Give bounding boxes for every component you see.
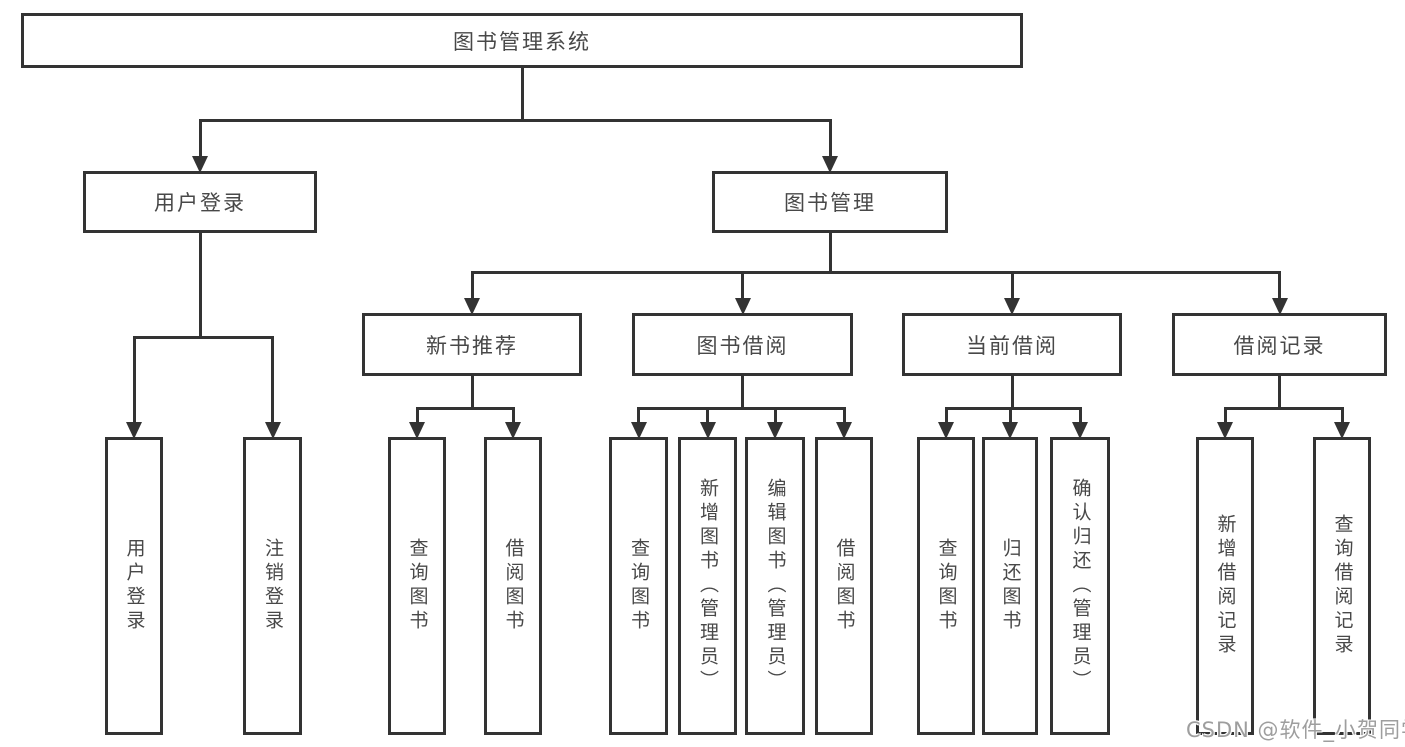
connector-line — [1010, 271, 1014, 301]
connector-line — [944, 407, 948, 425]
node-label-leaf-edit-book: 编辑图书（管理员） — [764, 478, 787, 694]
connector-line — [198, 233, 202, 339]
connector-line — [944, 407, 1082, 410]
arrow-down-icon — [699, 422, 716, 439]
connector-line — [706, 407, 709, 425]
node-label-leaf-return-book: 归还图书 — [999, 538, 1022, 634]
connector-line — [1223, 407, 1344, 410]
node-label-user-login: 用户登录 — [154, 191, 246, 215]
connector-line — [470, 271, 474, 301]
node-label-current-borrow: 当前借阅 — [966, 333, 1058, 358]
csdn-watermark: CSDN @软件_小贺同学 — [1186, 718, 1405, 742]
connector-line — [198, 119, 202, 159]
connector-line — [415, 407, 419, 425]
connector-line — [842, 407, 846, 425]
connector-line — [637, 407, 640, 425]
node-label-borrow-records: 借阅记录 — [1233, 333, 1326, 358]
arrow-down-icon — [264, 422, 281, 439]
node-leaf-edit-book: 编辑图书（管理员） — [745, 437, 805, 735]
connector-line — [741, 376, 744, 410]
node-root: 图书管理系统 — [21, 13, 1023, 68]
connector-line — [773, 407, 777, 425]
node-leaf-query-book-new: 查询图书 — [388, 437, 446, 735]
connector-line — [132, 336, 136, 425]
arrow-down-icon — [1217, 422, 1233, 439]
node-label-leaf-query-book-borrow: 查询图书 — [628, 538, 650, 634]
arrow-down-icon — [1334, 422, 1350, 439]
node-leaf-user-login: 用户登录 — [105, 437, 163, 735]
connector-line — [520, 68, 524, 122]
connector-line — [470, 271, 1281, 274]
arrow-down-icon — [938, 422, 954, 439]
node-label-leaf-borrow-book-2: 借阅图书 — [833, 538, 856, 634]
node-label-book-mgmt: 图书管理 — [784, 191, 876, 215]
node-label-book-borrow: 图书借阅 — [696, 333, 789, 358]
connector-line — [1278, 271, 1281, 301]
node-leaf-borrow-book-2: 借阅图书 — [815, 437, 873, 735]
arrow-down-icon — [1072, 422, 1088, 439]
arrow-down-icon — [822, 156, 838, 173]
node-leaf-query-book-borrow: 查询图书 — [609, 437, 668, 735]
node-label-leaf-add-book: 新增图书（管理员） — [697, 478, 719, 694]
node-borrow-records: 借阅记录 — [1172, 313, 1387, 376]
connector-line — [415, 407, 515, 410]
connector-line — [198, 119, 832, 122]
node-book-borrow: 图书借阅 — [632, 313, 853, 376]
connector-line — [1223, 407, 1227, 425]
arrow-down-icon — [836, 422, 852, 439]
connector-line — [637, 407, 846, 410]
node-leaf-query-record: 查询借阅记录 — [1313, 437, 1371, 735]
node-leaf-borrow-book-new: 借阅图书 — [484, 437, 542, 735]
node-leaf-query-book-cur: 查询图书 — [917, 437, 975, 735]
arrow-down-icon — [1002, 422, 1018, 439]
arrow-down-icon — [1004, 298, 1020, 315]
node-leaf-confirm-return: 确认归还（管理员） — [1050, 437, 1110, 735]
node-user-login: 用户登录 — [83, 171, 317, 233]
connector-line — [1278, 376, 1281, 410]
node-book-mgmt: 图书管理 — [712, 171, 948, 233]
node-label-new-book-rec: 新书推荐 — [426, 333, 518, 358]
arrow-down-icon — [126, 422, 142, 439]
connector-line — [511, 407, 515, 425]
arrow-down-icon — [409, 422, 425, 439]
arrow-down-icon — [1271, 298, 1288, 315]
arrow-down-icon — [505, 422, 521, 439]
connector-line — [1010, 376, 1014, 410]
connector-line — [132, 336, 274, 339]
node-new-book-rec: 新书推荐 — [362, 313, 582, 376]
node-label-leaf-add-record: 新增借阅记录 — [1214, 514, 1237, 658]
node-label-leaf-logout: 注销登录 — [262, 538, 284, 634]
node-leaf-add-record: 新增借阅记录 — [1196, 437, 1254, 735]
connector-line — [470, 376, 474, 410]
arrow-down-icon — [464, 298, 480, 315]
connector-line — [741, 271, 744, 301]
node-label-leaf-user-login: 用户登录 — [123, 538, 146, 634]
connector-line — [1078, 407, 1082, 425]
node-label-leaf-query-book-new: 查询图书 — [406, 538, 429, 634]
connector-line — [271, 336, 274, 425]
arrow-down-icon — [734, 298, 751, 315]
node-label-leaf-query-record: 查询借阅记录 — [1331, 514, 1354, 658]
arrow-down-icon — [630, 422, 647, 439]
node-leaf-logout: 注销登录 — [243, 437, 302, 735]
connector-line — [828, 233, 832, 274]
node-leaf-return-book: 归还图书 — [982, 437, 1038, 735]
node-current-borrow: 当前借阅 — [902, 313, 1122, 376]
arrow-down-icon — [767, 422, 783, 439]
node-label-leaf-query-book-cur: 查询图书 — [935, 538, 958, 634]
node-label-leaf-borrow-book-new: 借阅图书 — [502, 538, 525, 634]
node-leaf-add-book: 新增图书（管理员） — [678, 437, 737, 735]
connector-line — [1008, 407, 1012, 425]
node-label-root: 图书管理系统 — [453, 29, 591, 54]
connector-line — [1340, 407, 1344, 425]
arrow-down-icon — [192, 156, 208, 173]
connector-line — [828, 119, 832, 159]
node-label-leaf-confirm-return: 确认归还（管理员） — [1069, 478, 1092, 694]
